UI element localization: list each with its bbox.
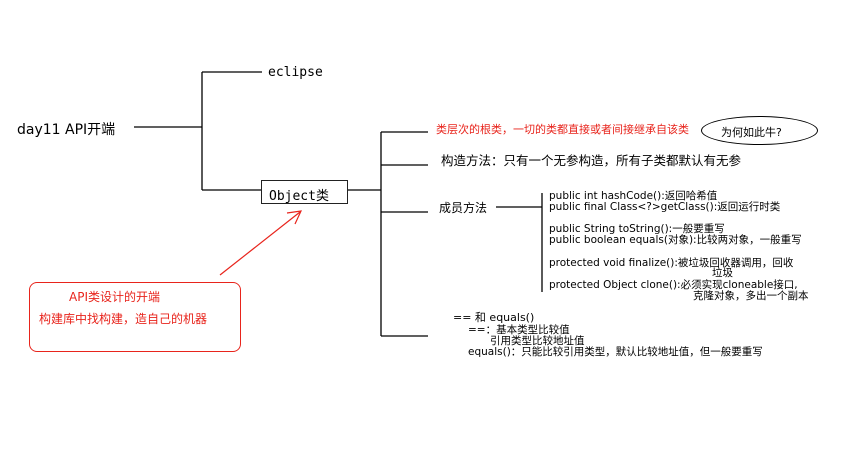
- callout-box: [29, 282, 241, 352]
- method-tostring: public String toString():一般要重写: [549, 223, 725, 235]
- question-bubble: 为何如此牛?: [701, 116, 818, 145]
- equals-note-line3: equals()：只能比较引用类型，默认比较地址值，但一般要重写: [468, 346, 763, 358]
- callout-line2: 构建库中找构建，造自己的机器: [39, 312, 208, 326]
- root-node: day11 API开端: [17, 122, 116, 138]
- callout-arrow-head: [286, 210, 303, 225]
- method-getclass: public final Class<?>getClass():返回运行时类: [549, 201, 781, 213]
- callout-line1: API类设计的开端: [69, 290, 160, 304]
- equals-note-title: == 和 equals(): [453, 311, 535, 324]
- equals-note-line1: ==：基本类型比较值: [468, 324, 570, 336]
- method-clone: protected Object clone():必须实现cloneable接口…: [549, 279, 798, 291]
- method-finalize: protected void finalize():被垃圾回收器调用，回收: [549, 257, 794, 269]
- question-bubble-text: 为何如此牛?: [721, 126, 782, 139]
- object-node-label: Object类: [269, 189, 329, 204]
- method-equals: public boolean equals(对象):比较两对象，一般重写: [549, 234, 802, 246]
- callout-arrow-line: [219, 211, 301, 276]
- constructor-note: 构造方法：只有一个无参构造，所有子类都默认有无参: [441, 153, 742, 168]
- method-clone-cont: 克隆对象，多出一个副本: [693, 290, 809, 302]
- method-hashcode: public int hashCode():返回哈希值: [549, 190, 718, 202]
- members-title: 成员方法: [439, 201, 488, 215]
- object-node: Object类: [261, 180, 348, 204]
- root-class-note: 类层次的根类，一切的类都直接或者间接继承自该类: [436, 123, 689, 136]
- equals-note-line2: 引用类型比较地址值: [490, 335, 585, 347]
- method-finalize-cont: 垃圾: [712, 267, 733, 279]
- eclipse-node: eclipse: [268, 65, 323, 80]
